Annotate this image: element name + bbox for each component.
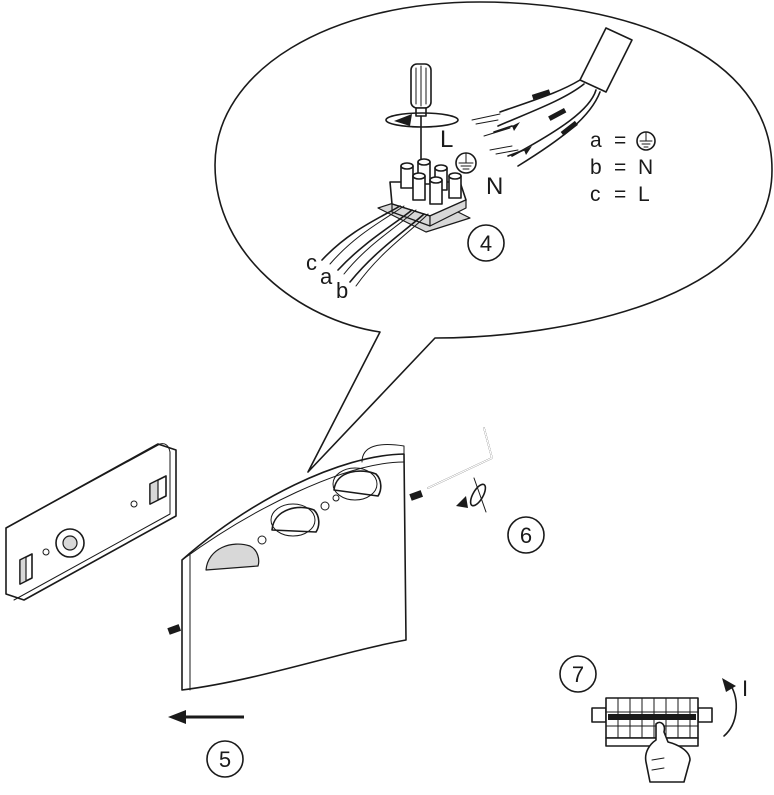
legend-b-letter: b <box>590 156 602 179</box>
step-4-marker <box>467 224 505 262</box>
legend-b-eq: = <box>614 156 626 179</box>
legend-c-eq: = <box>614 183 626 206</box>
callout-bubble <box>214 1 773 473</box>
hand-icon <box>644 721 691 783</box>
legend-b-value: N <box>638 156 653 179</box>
lens-dome <box>270 503 320 537</box>
earth-ground-icon <box>636 131 656 151</box>
step-5-number: 5 <box>219 747 231 772</box>
neutral-wire-label: N <box>486 173 503 200</box>
lamp-body <box>167 444 424 691</box>
legend-c-letter: c <box>590 183 601 206</box>
insertion-arrows <box>493 122 532 157</box>
terminal-block <box>377 158 471 233</box>
step-4-number: 4 <box>480 231 492 256</box>
wire-b-label: b <box>336 278 348 303</box>
allen-key-icon <box>427 427 493 513</box>
switch-on-label: I <box>742 676 748 701</box>
step-6-number: 6 <box>520 523 532 548</box>
mains-cable <box>471 27 633 167</box>
screwdriver-direction-label: L <box>440 126 453 153</box>
wall-mounting-plate <box>5 443 177 601</box>
switch-on-arrow-icon <box>722 678 737 737</box>
wire-a-label: a <box>320 264 333 289</box>
circuit-breaker-panel <box>591 697 713 747</box>
slide-left-arrow-icon <box>168 710 244 724</box>
wire-legend: a = b = N c = L <box>590 129 656 206</box>
lens-dome <box>205 543 260 571</box>
wire-c-label: c <box>306 250 317 275</box>
legend-a-eq: = <box>614 129 626 152</box>
step-6-marker <box>507 516 545 554</box>
lens-dome <box>332 467 382 501</box>
step-7-marker <box>559 655 597 693</box>
step-5-marker <box>206 740 244 778</box>
legend-a-letter: a <box>590 129 602 152</box>
legend-c-value: L <box>638 183 650 206</box>
earth-ground-icon <box>455 152 477 174</box>
step-7-number: 7 <box>572 662 584 687</box>
fixture-wires <box>321 205 429 287</box>
